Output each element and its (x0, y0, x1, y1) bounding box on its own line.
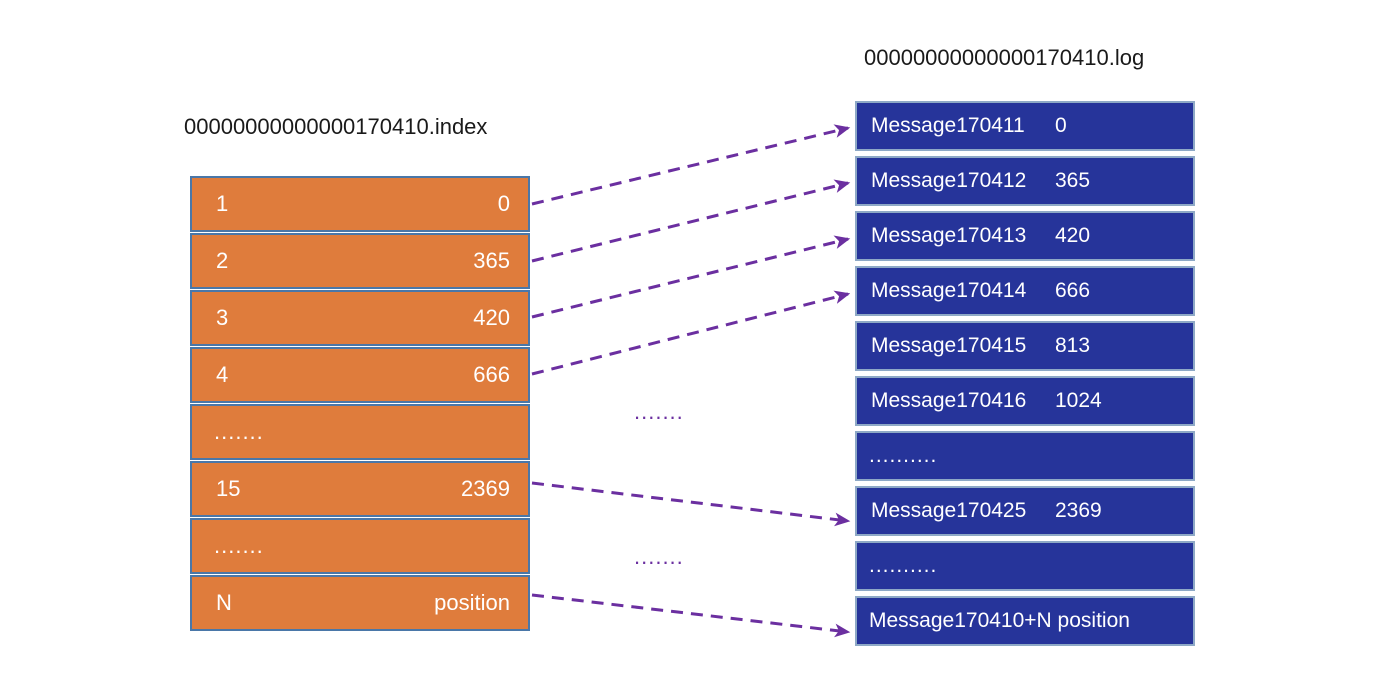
index-row-value: 2369 (461, 476, 510, 501)
log-row-message: Message170412 (871, 169, 1027, 192)
index-row: N position (190, 575, 530, 631)
mapping-arrow (531, 290, 851, 376)
index-row: 3 420 (190, 290, 530, 346)
log-row-ellipsis: .......... (855, 541, 1195, 591)
log-row-message: Message170413 (871, 224, 1027, 247)
log-row-offset: 365 (1055, 169, 1091, 192)
index-row-value: 0 (497, 191, 510, 216)
log-row-message: .......... (869, 444, 938, 467)
log-row-offset: 0 (1055, 114, 1067, 137)
log-row-offset: 813 (1055, 334, 1091, 357)
log-row-message: Message170414 (871, 279, 1027, 302)
mapping-arrow (531, 124, 851, 206)
index-row-key: ....... (214, 419, 264, 444)
index-table: 1 0 2 365 3 420 4 666 ....... 15 2369 ..… (190, 176, 530, 632)
mapping-arrow (531, 593, 851, 638)
log-row: Message170425 2369 (855, 486, 1195, 536)
index-row-key: 2 (216, 248, 229, 273)
index-row-ellipsis: ....... (190, 518, 530, 574)
mapping-arrow (531, 235, 851, 319)
log-row-offset: 666 (1055, 279, 1091, 302)
index-row-value: position (434, 590, 510, 615)
index-row: 2 365 (190, 233, 530, 289)
index-file-title: 00000000000000170410.index (184, 114, 488, 139)
index-row-key: 15 (216, 476, 241, 501)
log-row-message: Message170410+N position (869, 609, 1130, 632)
index-row-value: 420 (473, 305, 510, 330)
log-row-offset: 420 (1055, 224, 1091, 247)
log-table: Message170411 0 Message170412 365 Messag… (855, 101, 1195, 651)
log-row: Message170410+N position (855, 596, 1195, 646)
log-row: Message170415 813 (855, 321, 1195, 371)
index-row-key: N (216, 590, 232, 615)
log-row-offset: 1024 (1055, 389, 1102, 412)
log-row-message: Message170415 (871, 334, 1027, 357)
index-row-value: 666 (473, 362, 510, 387)
index-row: 15 2369 (190, 461, 530, 517)
mid-ellipsis-lower: ....... (634, 544, 684, 569)
index-row-key: 3 (216, 305, 229, 330)
log-file-title: 00000000000000170410.log (864, 45, 1145, 70)
log-row: Message170413 420 (855, 211, 1195, 261)
index-row-key: ....... (214, 533, 264, 558)
index-row-ellipsis: ....... (190, 404, 530, 460)
log-row-ellipsis: .......... (855, 431, 1195, 481)
index-row: 1 0 (190, 176, 530, 232)
log-row-message: .......... (869, 554, 938, 577)
mid-ellipsis-upper: ....... (634, 399, 684, 424)
log-row-message: Message170425 (871, 499, 1027, 522)
log-row-message: Message170416 (871, 389, 1027, 412)
log-row: Message170411 0 (855, 101, 1195, 151)
mapping-arrow (531, 179, 851, 263)
log-row-message: Message170411 (871, 114, 1025, 137)
index-row: 4 666 (190, 347, 530, 403)
index-row-key: 4 (216, 362, 229, 387)
index-row-value: 365 (473, 248, 510, 273)
log-row-offset: 2369 (1055, 499, 1102, 522)
log-row: Message170416 1024 (855, 376, 1195, 426)
log-row: Message170414 666 (855, 266, 1195, 316)
mapping-arrow (531, 481, 851, 527)
log-row: Message170412 365 (855, 156, 1195, 206)
index-row-key: 1 (216, 191, 229, 216)
